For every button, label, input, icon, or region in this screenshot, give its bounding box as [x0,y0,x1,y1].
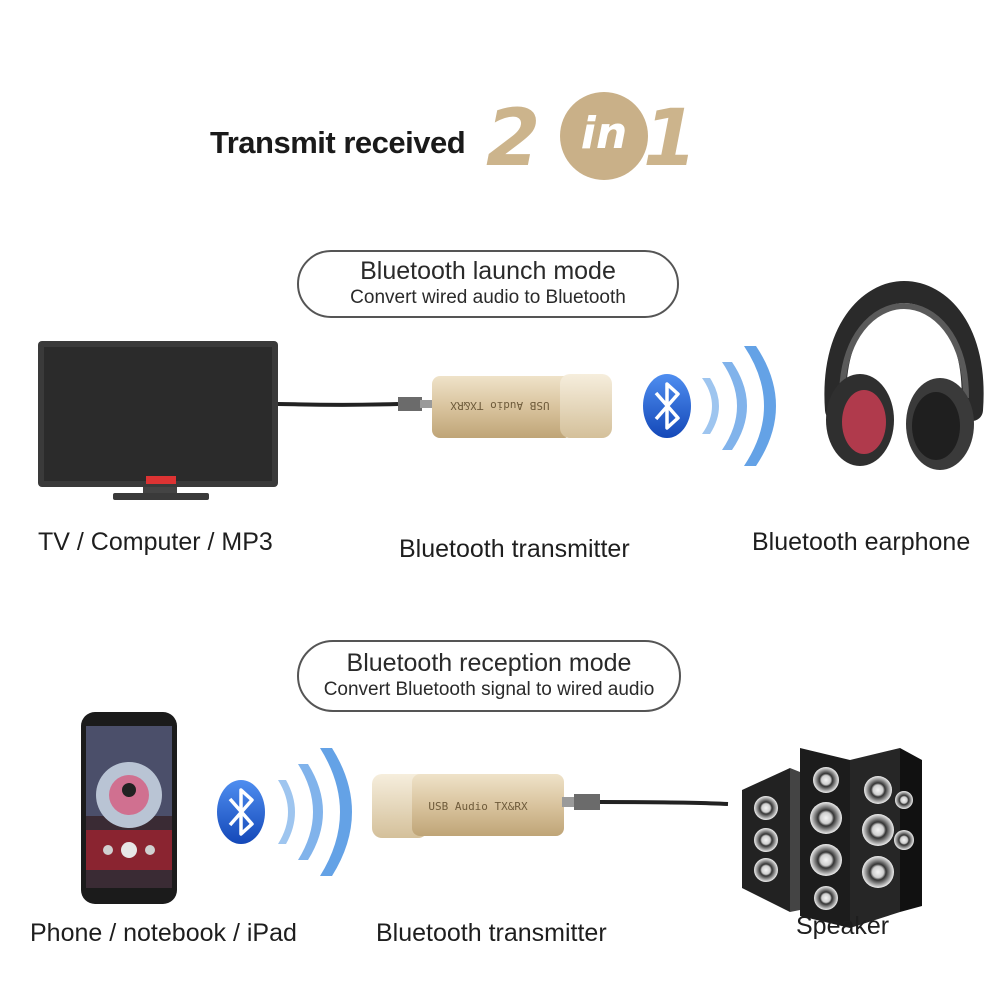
badge-two: 2 [486,94,541,184]
launch-mode-subtitle: Convert wired audio to Bluetooth [350,287,626,308]
usb-dongle-icon: USB Audio TX&RX [432,374,612,438]
reception-mode-subtitle: Convert Bluetooth signal to wired audio [323,679,655,700]
badge-in-circle [560,92,648,180]
speaker-icon [742,748,922,928]
dongle-print: USB Audio TX&RX [450,399,550,412]
launch-mode-title: Bluetooth launch mode [360,257,616,285]
dongle-print: USB Audio TX&RX [428,800,528,813]
headline: Transmit received [210,125,466,160]
audio-cable [277,402,399,407]
bluetooth-icon [217,780,265,844]
reception-target-label: Speaker [796,912,890,940]
badge-one: 1 [643,94,698,184]
reception-device-label: Bluetooth transmitter [376,919,607,947]
launch-target-label: Bluetooth earphone [752,528,971,556]
launch-device-label: Bluetooth transmitter [399,535,630,563]
wifi-wave-icon [702,346,776,466]
bluetooth-icon [643,374,691,438]
tv-icon [38,341,278,500]
smartphone-icon [81,712,177,904]
wifi-wave-icon [278,748,352,876]
cable-jack [398,397,422,411]
usb-dongle-icon: USB Audio TX&RX [372,774,564,838]
reception-source-label: Phone / notebook / iPad [30,919,297,947]
cable-jack [574,794,600,810]
launch-source-label: TV / Computer / MP3 [38,528,273,556]
launch-mode-pill: Bluetooth launch mode Convert wired audi… [297,250,679,318]
reception-mode-title: Bluetooth reception mode [346,649,632,677]
audio-cable [599,800,729,806]
reception-mode-pill: Bluetooth reception mode Convert Bluetoo… [297,640,681,712]
headphones-icon [824,280,984,470]
badge-in: in [580,108,628,159]
